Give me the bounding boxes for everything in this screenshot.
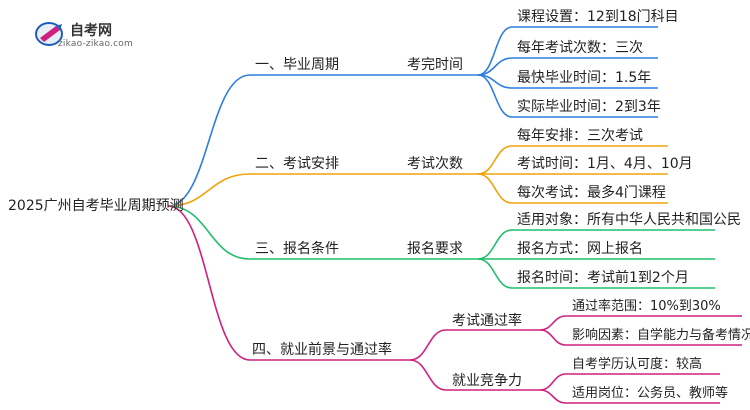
leaf-degree-recognition: 自考学历认可度：较高 <box>572 357 703 372</box>
leaf-actual-graduation: 实际毕业时间：2到3年 <box>517 99 661 115</box>
brand-logo-icon <box>35 22 63 46</box>
branch-exam-schedule: 二、考试安排 <box>255 156 339 172</box>
connector-root-branch-4 <box>167 205 251 361</box>
sub-exam-count: 考试次数 <box>407 156 463 172</box>
brand-url: zikao-zikao.com <box>58 39 133 49</box>
leaf-suitable-positions: 适用岗位：公务员、教师等 <box>572 386 729 401</box>
leaf-course-setup: 课程设置：12到18门科目 <box>517 9 679 25</box>
leaf-exam-months: 考试时间：1月、4月、10月 <box>517 156 693 172</box>
sub-exam-completion: 考完时间 <box>407 57 463 73</box>
connector-leaf-green-1 <box>477 229 513 260</box>
connector-leaf-passrate-2 <box>539 329 567 346</box>
connector-leaf-blue-4 <box>477 74 513 118</box>
sub-competitiveness: 就业竞争力 <box>452 373 522 389</box>
branch-graduation-cycle: 一、毕业周期 <box>255 57 339 73</box>
leaf-fastest-graduation: 最快毕业时间：1.5年 <box>517 70 652 86</box>
leaf-yearly-arrangement: 每年安排：三次考试 <box>517 128 643 144</box>
branch-employment-passrate: 四、就业前景与通过率 <box>252 342 392 358</box>
connector-root-branch-1 <box>167 74 251 207</box>
leaf-pass-rate-range: 通过率范围：10%到30% <box>572 299 721 314</box>
leaf-courses-per-exam: 每次考试：最多4门课程 <box>517 185 666 201</box>
connector-leaf-competitiveness-2 <box>539 389 567 404</box>
connector-leaf-passrate-1 <box>539 315 567 331</box>
sub-pass-rate: 考试通过率 <box>452 313 522 329</box>
connector-leaf-competitiveness-1 <box>539 373 567 391</box>
connector-sub-competitiveness <box>409 359 447 391</box>
connector-sub-passrate <box>409 329 447 361</box>
leaf-exams-per-year: 每年考试次数：三次 <box>517 40 643 56</box>
leaf-influencing-factors: 影响因素：自学能力与备考情况 <box>572 328 750 343</box>
connector-leaf-orange-1 <box>477 145 513 175</box>
connector-root-branch-3 <box>167 205 251 260</box>
brand-name: 自考网 <box>70 23 112 39</box>
branch-registration: 三、报名条件 <box>255 241 339 257</box>
connector-leaf-blue-1 <box>477 26 513 76</box>
leaf-registration-method: 报名方式：网上报名 <box>517 241 643 257</box>
leaf-eligible-applicants: 适用对象：所有中华人民共和国公民 <box>517 212 741 228</box>
leaf-registration-time: 报名时间：考试前1到2个月 <box>517 270 689 286</box>
connector-leaf-orange-3 <box>477 173 513 204</box>
connector-leaf-green-3 <box>477 258 513 289</box>
sub-registration-requirements: 报名要求 <box>407 241 463 257</box>
root-node: 2025广州自考毕业周期预测 <box>8 198 184 214</box>
connector-root-branch-2 <box>167 173 251 207</box>
